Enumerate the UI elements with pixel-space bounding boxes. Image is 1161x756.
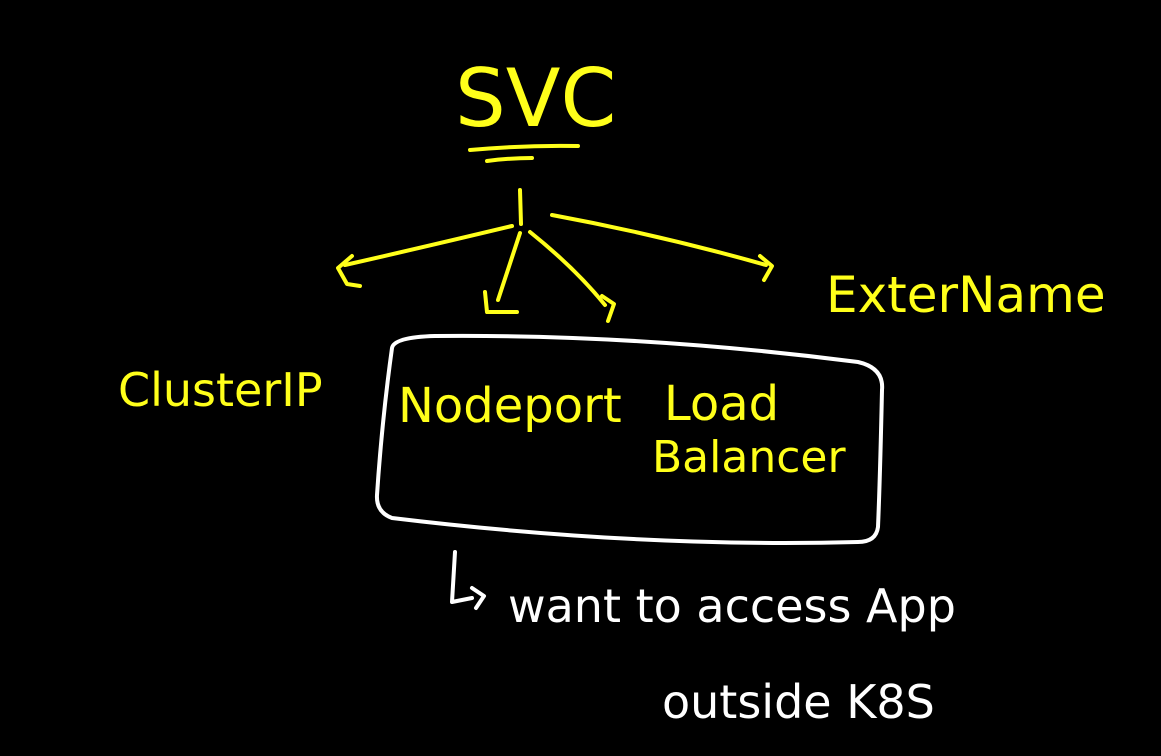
label-external-name: ExterName	[826, 266, 1106, 324]
label-node-port: Nodeport	[398, 378, 622, 434]
label-cluster-ip: ClusterIP	[118, 363, 323, 417]
arrow-external-name	[550, 213, 768, 267]
note-line-2: outside K8S	[662, 675, 935, 729]
load-balancer-box	[374, 333, 885, 545]
arrowhead-external-name	[758, 254, 774, 282]
diagram-title: SVC	[455, 52, 616, 145]
arrowhead-node-port	[483, 290, 519, 314]
note-pointer-arrow	[450, 550, 474, 604]
arrow-load-balancer	[528, 230, 607, 307]
label-balancer: Balancer	[652, 432, 846, 483]
note-line-1: want to access App	[508, 579, 956, 633]
title-underline-1	[468, 143, 580, 152]
label-load: Load	[664, 376, 779, 432]
title-underline-2	[485, 156, 534, 163]
stem-line	[518, 188, 523, 226]
arrow-cluster-ip	[343, 224, 514, 267]
arrowhead-cluster-ip	[336, 254, 362, 288]
note-pointer-head	[470, 586, 486, 610]
arrow-node-port	[496, 231, 522, 302]
arrowhead-load-balancer	[600, 294, 616, 323]
